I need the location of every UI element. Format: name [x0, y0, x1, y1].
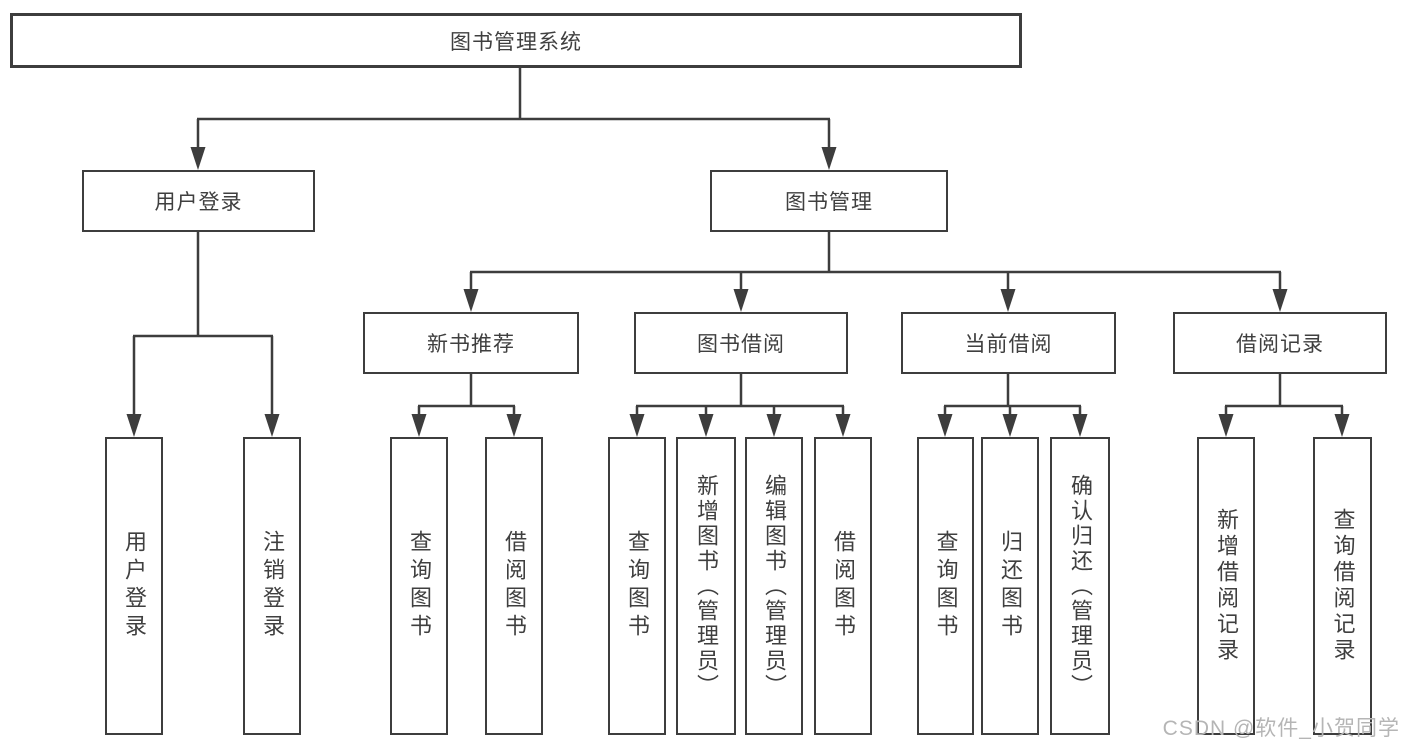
leaf-add-borrow-record: 新增借阅记录 — [1197, 437, 1255, 735]
leaf-add-books-admin: 新增图书（管理员） — [676, 437, 736, 735]
leaf-borrow-books: 借阅图书 — [814, 437, 872, 735]
leaf-user-login: 用户登录 — [105, 437, 163, 735]
leaf-label: 编辑图书（管理员） — [762, 473, 787, 699]
leaf-confirm-return-admin: 确认归还（管理员） — [1050, 437, 1110, 735]
node-current-borrow: 当前借阅 — [901, 312, 1116, 374]
leaf-label: 查询图书 — [933, 530, 959, 642]
edge-book-borrow-to-leaves — [629, 374, 851, 437]
leaf-label: 新增图书（管理员） — [694, 473, 719, 699]
leaf-edit-books-admin: 编辑图书（管理员） — [745, 437, 803, 735]
node-label: 用户登录 — [154, 191, 243, 214]
node-user-login: 用户登录 — [82, 170, 315, 232]
node-label: 借阅记录 — [1236, 333, 1324, 356]
edge-current-borrow-to-leaves — [937, 374, 1088, 437]
edge-user-login-to-leaves — [126, 232, 280, 437]
leaf-query-books-recommend: 查询图书 — [390, 437, 448, 735]
edge-book-management-to-level3 — [463, 232, 1288, 312]
leaf-label: 查询图书 — [407, 530, 432, 642]
node-label: 图书管理 — [785, 191, 873, 214]
leaf-label: 新增借阅记录 — [1214, 508, 1239, 664]
node-library-management-system: 图书管理系统 — [10, 13, 1022, 68]
node-book-borrow: 图书借阅 — [634, 312, 848, 374]
leaf-label: 查询借阅记录 — [1330, 508, 1356, 664]
leaf-label: 确认归还（管理员） — [1068, 473, 1093, 699]
leaf-borrow-books-recommend: 借阅图书 — [485, 437, 543, 735]
node-label: 图书借阅 — [697, 333, 785, 356]
edge-root-to-level2 — [190, 68, 837, 170]
leaf-query-books-current: 查询图书 — [917, 437, 974, 735]
edge-borrow-record-to-leaves — [1218, 374, 1350, 437]
leaf-logout: 注销登录 — [243, 437, 301, 735]
leaf-label: 查询图书 — [625, 530, 650, 642]
node-new-book-recommend: 新书推荐 — [363, 312, 579, 374]
edge-new-book-recommend-to-leaves — [411, 374, 522, 437]
leaf-label: 归还图书 — [998, 530, 1023, 642]
leaf-query-borrow-record: 查询借阅记录 — [1313, 437, 1372, 735]
leaf-label: 注销登录 — [260, 530, 285, 642]
leaf-label: 用户登录 — [122, 530, 147, 642]
node-borrow-record: 借阅记录 — [1173, 312, 1387, 374]
node-label: 图书管理系统 — [450, 30, 582, 54]
node-label: 新书推荐 — [427, 333, 515, 356]
csdn-watermark: CSDN @软件_小贺同学 — [1162, 717, 1400, 740]
leaf-label: 借阅图书 — [502, 530, 527, 642]
leaf-return-books: 归还图书 — [981, 437, 1039, 735]
node-label: 当前借阅 — [964, 333, 1053, 356]
node-book-management: 图书管理 — [710, 170, 948, 232]
leaf-query-books-borrow: 查询图书 — [608, 437, 666, 735]
leaf-label: 借阅图书 — [831, 530, 856, 642]
